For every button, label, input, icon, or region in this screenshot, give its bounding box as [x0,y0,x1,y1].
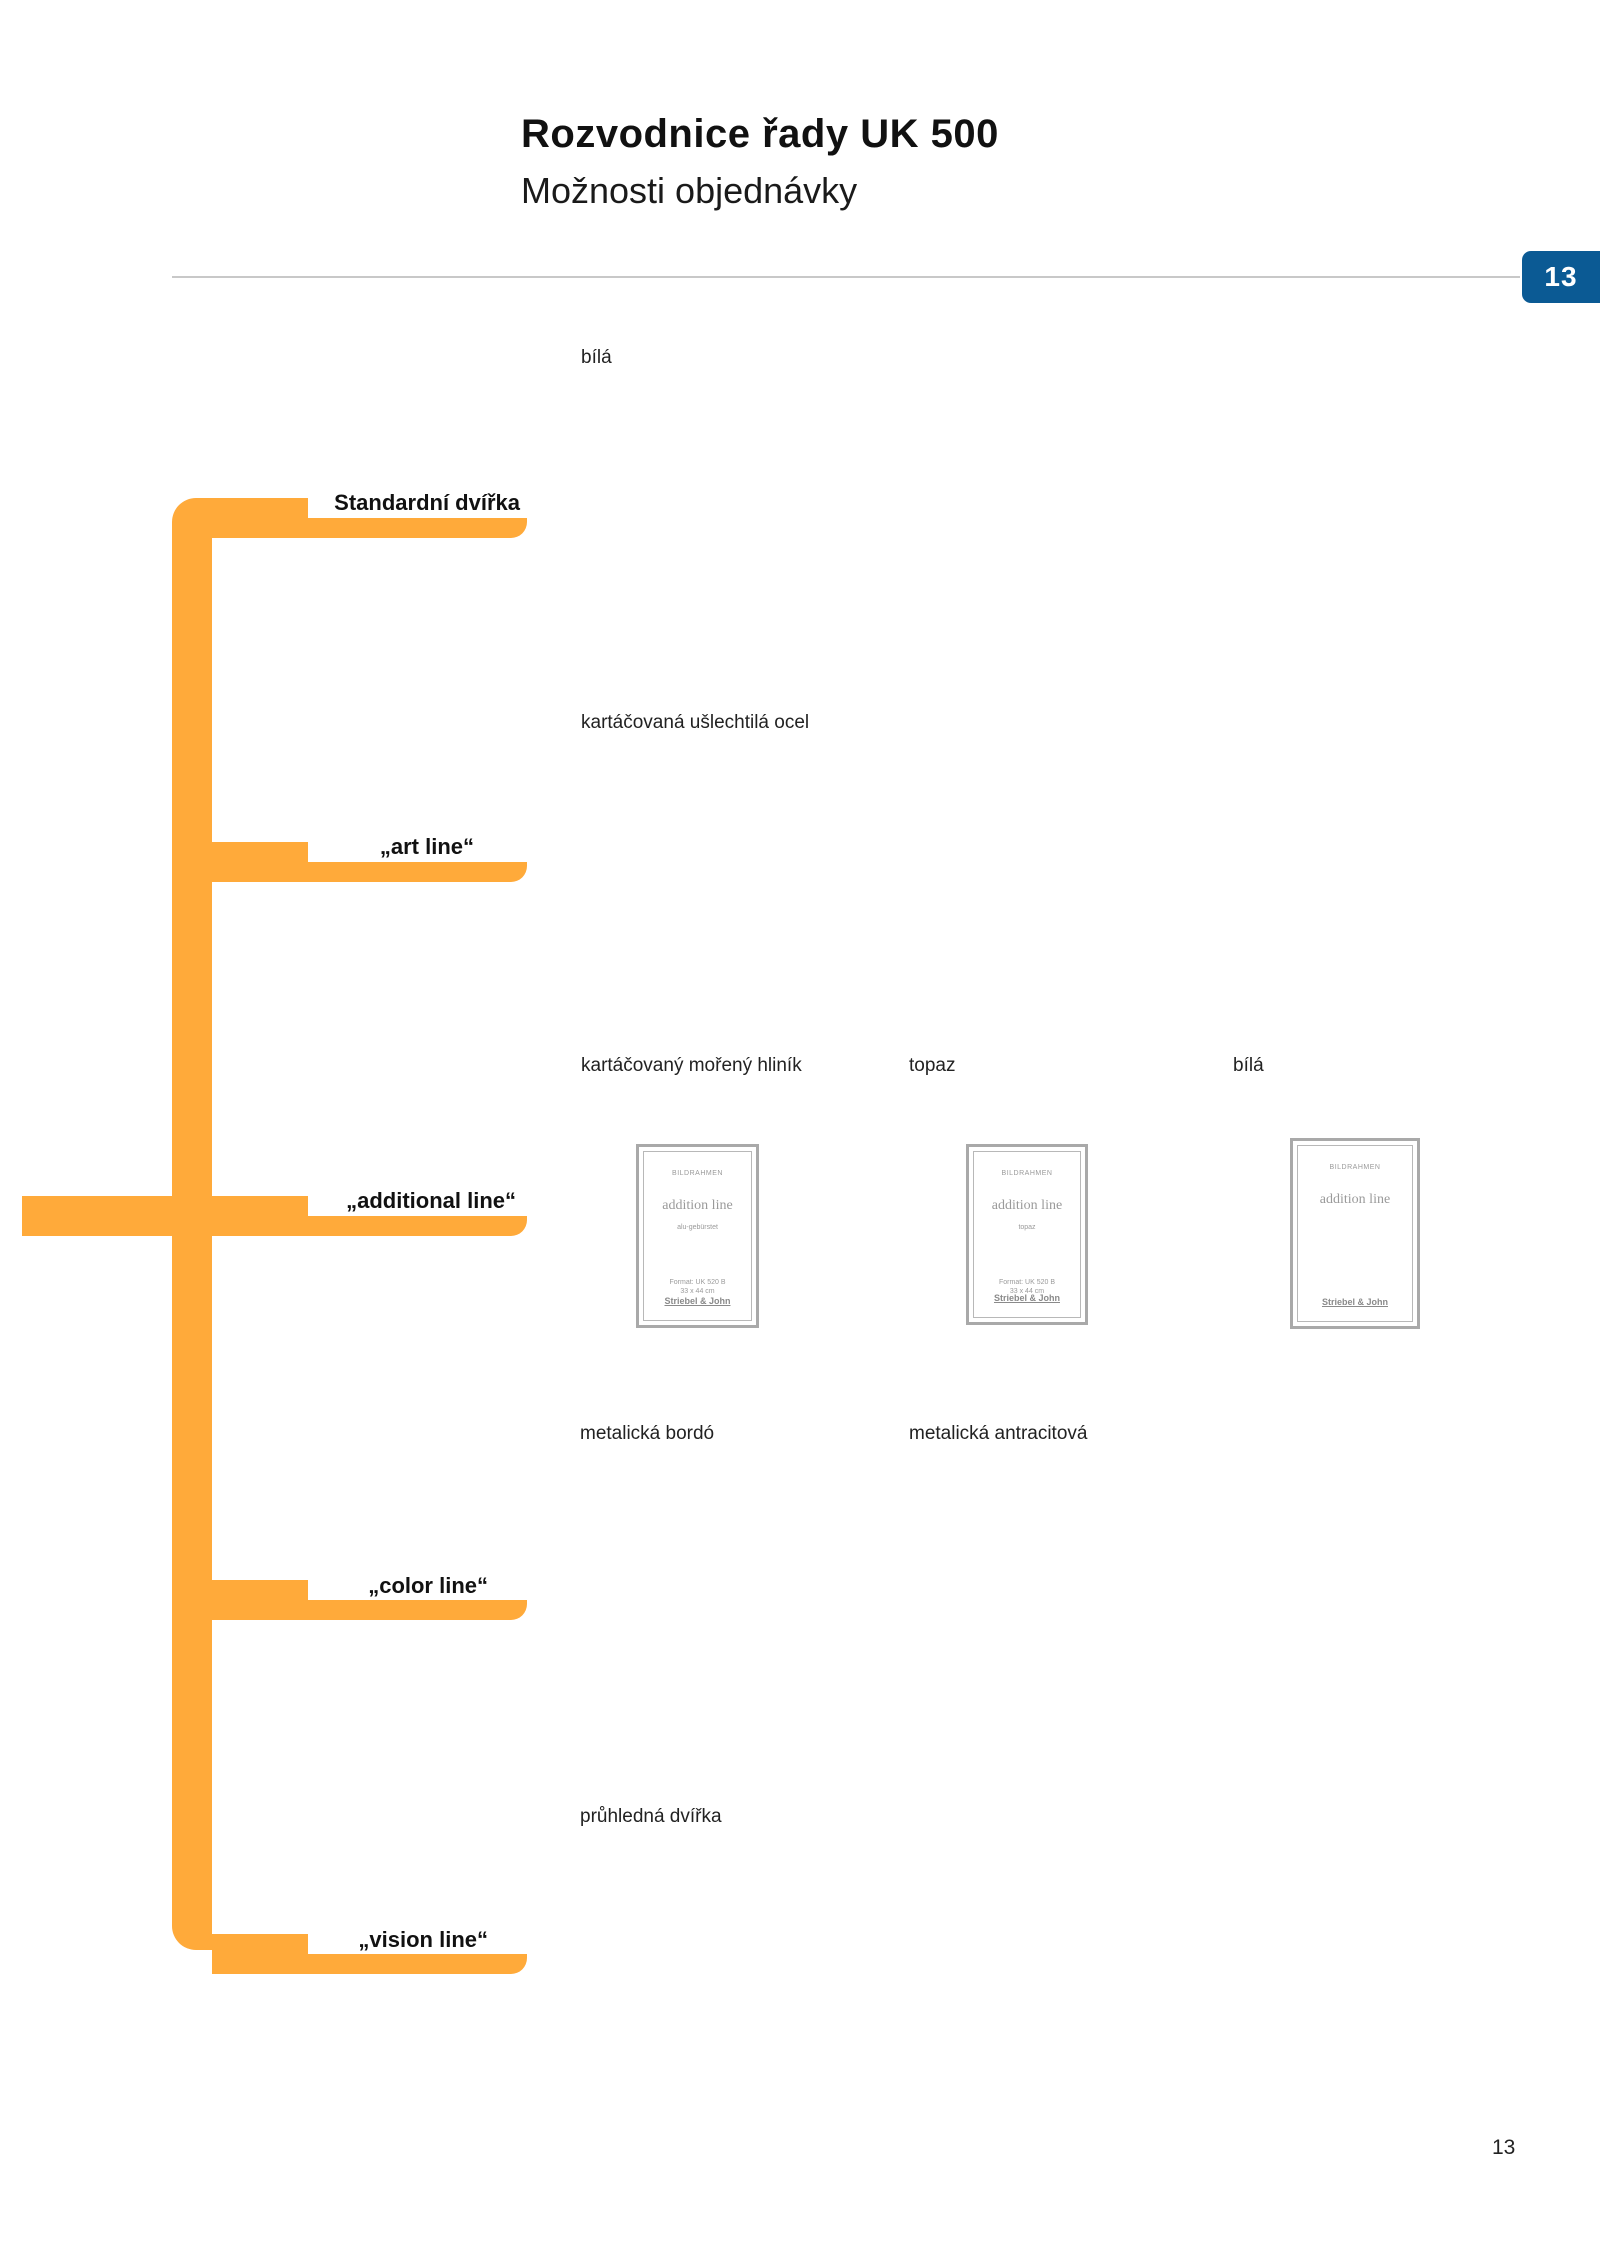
striebel-john-logo: Striebel & John [1321,1297,1388,1307]
tree-trunk [172,498,212,1950]
branch-label-art-line: „art line“ [379,834,474,859]
option-color-anthracite: metalická antracitová [909,1423,1088,1444]
frame-image-topaz: BILDRAHMEN addition line topaz Format: U… [966,1144,1088,1325]
striebel-john-logo: Striebel & John [664,1296,731,1306]
page-subtitle: Možnosti objednávky [521,170,858,211]
striebel-john-logo: Striebel & John [993,1293,1060,1303]
option-additional-topaz: topaz [909,1055,956,1076]
page-title: Rozvodnice řady UK 500 [521,112,999,156]
branch-label-vision-line: „vision line“ [358,1927,488,1952]
tree-entry-arm [22,1196,172,1236]
branch-label-color-line: „color line“ [368,1573,488,1598]
option-art-steel: kartáčovaná ušlechtilá ocel [581,712,810,733]
option-additional-aluminium: kartáčovaný mořený hliník [581,1055,802,1076]
branch-label-standard: Standardní dvířka [334,490,520,515]
option-standard-white: bílá [581,347,612,368]
frame-image-aluminium: BILDRAHMEN addition line alu-gebürstet F… [636,1144,759,1328]
option-vision-transparent: průhledná dvířka [580,1806,722,1827]
page-tab: 13 [1522,251,1600,303]
page-number: 13 [1492,2136,1516,2159]
frame-image-white: BILDRAHMEN addition line Striebel & John [1290,1138,1420,1329]
option-color-bordeaux: metalická bordó [580,1423,715,1444]
header-divider [172,276,1520,278]
option-additional-white: bílá [1233,1055,1264,1076]
branch-label-additional-line: „additional line“ [346,1188,516,1213]
